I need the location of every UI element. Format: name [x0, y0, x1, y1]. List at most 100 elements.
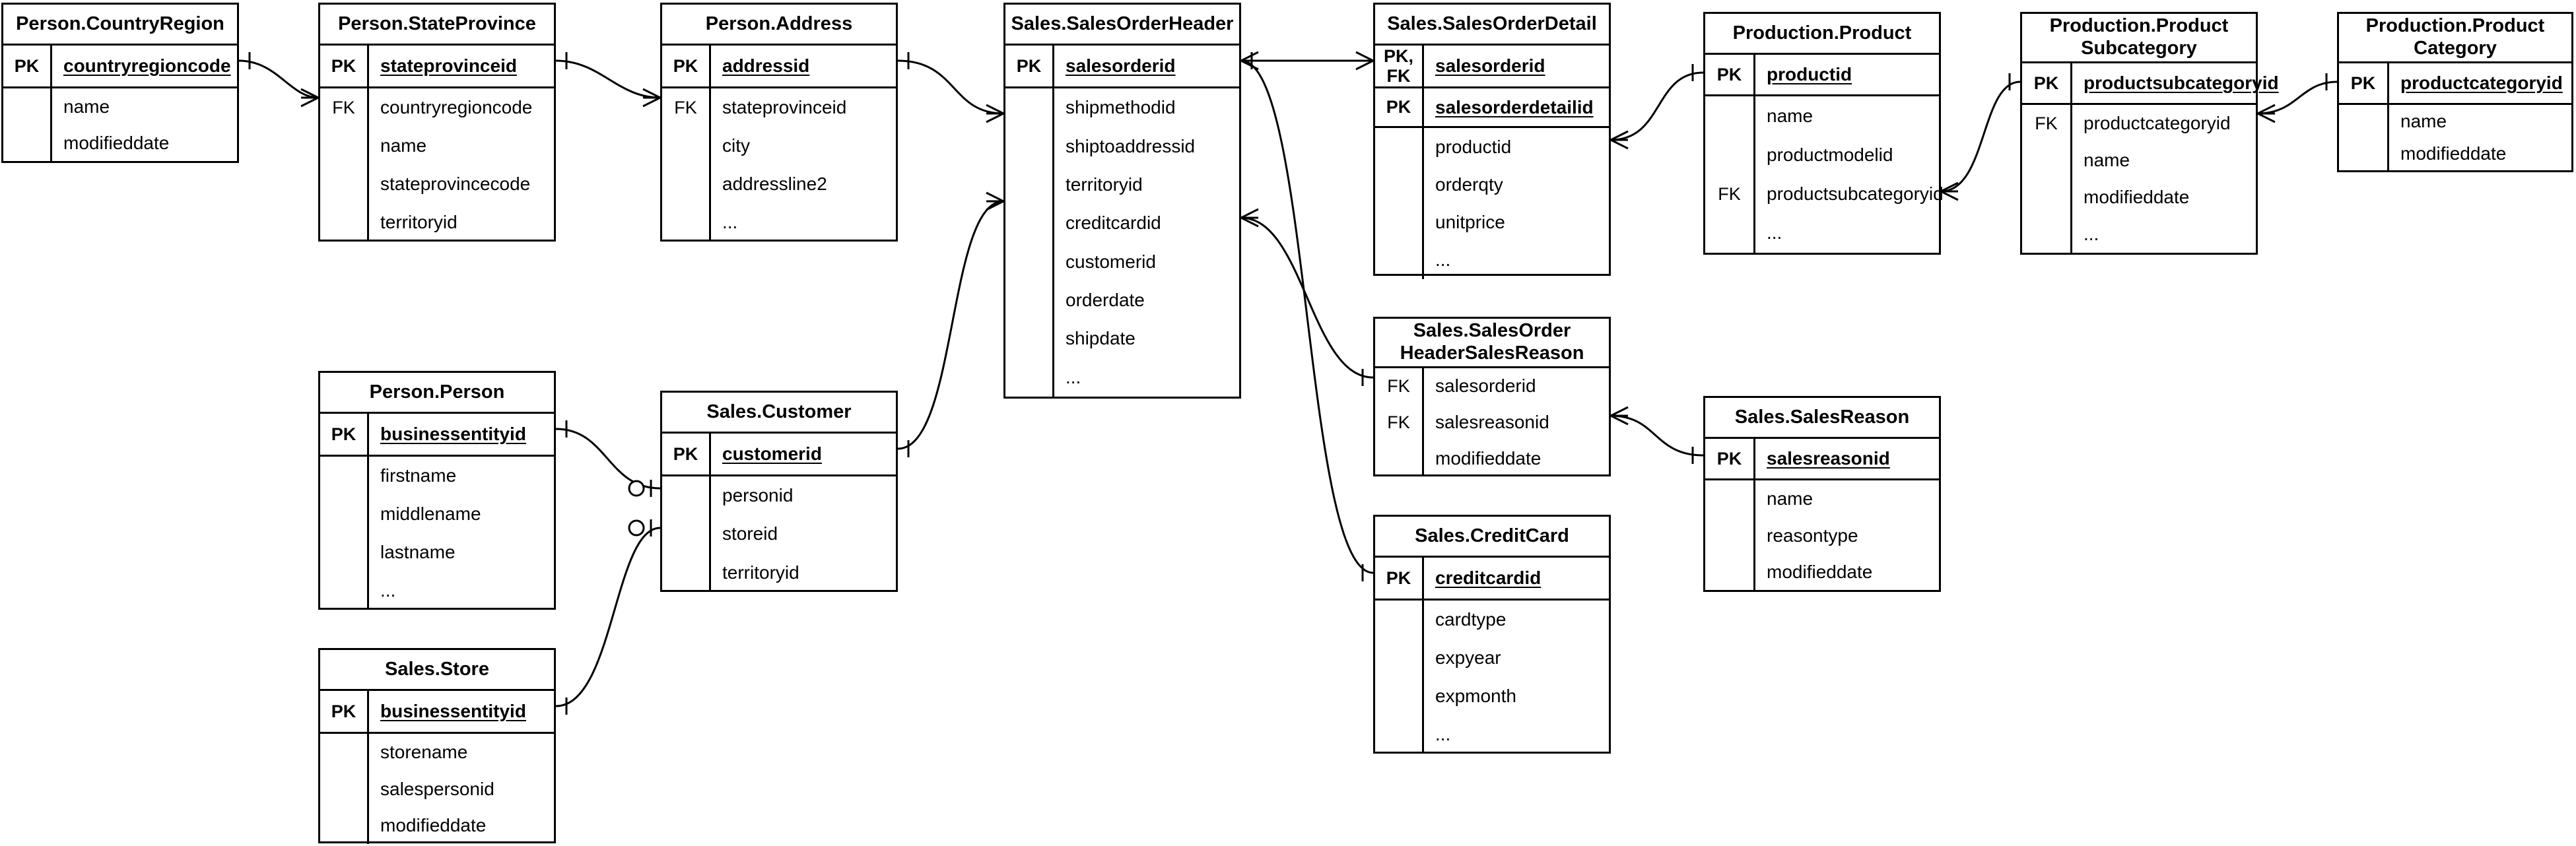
primary-key-attribute[interactable]: businessentityid [380, 424, 526, 444]
primary-key-attribute[interactable]: salesorderid [1435, 55, 1545, 76]
attribute-name[interactable]: ... [1435, 249, 1451, 271]
attribute-name[interactable]: name [1767, 488, 1813, 509]
key-column [3, 88, 52, 161]
attribute-name[interactable]: modifieddate [2084, 187, 2190, 207]
key-column [2339, 105, 2389, 170]
attribute-name[interactable]: storename [380, 741, 468, 762]
attribute-name[interactable]: orderqty [1435, 174, 1503, 195]
attribute-column: creditcardid [1424, 558, 1609, 599]
attribute-name[interactable]: ... [380, 580, 396, 601]
primary-key-attribute[interactable]: addressid [722, 55, 810, 76]
relationship-line [238, 59, 319, 99]
primary-key-attribute[interactable]: countryregioncode [63, 55, 231, 76]
primary-key-attribute[interactable]: salesreasonid [1767, 448, 1890, 469]
attribute-name[interactable]: shiptoaddressid [1066, 135, 1196, 156]
attribute-name[interactable]: stateprovincecode [380, 174, 531, 194]
key-label: FK [1718, 184, 1741, 204]
attribute-name[interactable]: modifieddate [1435, 447, 1542, 469]
primary-key-attribute[interactable]: businessentityid [380, 701, 526, 721]
primary-key-attribute[interactable]: salesorderid [1066, 55, 1176, 76]
entity-title: Sales.SalesOrderHeader [1005, 5, 1239, 46]
attribute-name[interactable]: salespersonid [380, 778, 494, 799]
attribute-name[interactable]: orderdate [1066, 290, 1145, 311]
attribute-name[interactable]: ... [2084, 224, 2099, 244]
attribute-name[interactable]: middlename [380, 504, 481, 524]
attribute-name[interactable]: unitprice [1435, 212, 1505, 233]
entity-title: Sales.SalesOrder HeaderSalesReason [1375, 319, 1609, 368]
primary-key-attribute[interactable]: stateprovinceid [380, 55, 517, 76]
attribute-name[interactable]: storeid [722, 523, 778, 544]
attribute-name[interactable]: productsubcategoryid [1767, 183, 1944, 205]
attribute-name[interactable]: creditcardid [1066, 212, 1161, 234]
attribute-name[interactable]: name [1767, 105, 1813, 126]
relationship-line [555, 428, 661, 490]
attribute-name[interactable]: modifieddate [63, 132, 170, 153]
attribute-name[interactable]: territoryid [1066, 174, 1143, 195]
attribute-name[interactable]: ... [722, 212, 738, 232]
attribute-name[interactable]: cardtype [1435, 609, 1507, 630]
primary-key-attribute[interactable]: creditcardid [1435, 568, 1542, 588]
attribute-name[interactable]: expmonth [1435, 686, 1516, 706]
attribute-name[interactable]: addressline2 [722, 174, 827, 194]
relationship-rel-store-customer [555, 519, 661, 715]
attribute-name[interactable]: reasontype [1767, 525, 1858, 546]
primary-key-attribute[interactable]: productsubcategoryid [2084, 73, 2279, 93]
key-column: FK [320, 88, 369, 242]
attribute-name[interactable]: lastname [380, 542, 456, 562]
primary-key-attribute[interactable]: salesorderdetailid [1435, 96, 1594, 117]
attribute-name[interactable]: salesorderid [1435, 375, 1536, 397]
attribute-name[interactable]: ... [1767, 222, 1782, 244]
attribute-name[interactable]: name [380, 135, 427, 156]
attribute-name[interactable]: ... [1435, 724, 1451, 744]
attribute-name[interactable]: shipmethodid [1066, 97, 1176, 118]
attribute-name[interactable]: productcategoryid [2084, 113, 2231, 133]
key-column: PK, FK [1375, 46, 1424, 86]
attribute-name[interactable]: name [63, 96, 110, 117]
attribute-name[interactable]: firstname [380, 465, 457, 486]
attribute-name[interactable]: customerid [1066, 251, 1156, 272]
attribute-name[interactable]: shipdate [1066, 328, 1135, 349]
attribute-name[interactable]: countryregioncode [380, 97, 533, 117]
attribute-name[interactable]: name [2084, 150, 2130, 170]
primary-key-attribute[interactable]: productcategoryid [2400, 73, 2563, 93]
entity-attribute-section: firstname middlename lastname... [320, 455, 554, 610]
relationship-rel-salesorderheadersalesreason-salesreason [1610, 406, 1704, 464]
primary-key-attribute[interactable]: productid [1767, 64, 1852, 84]
attribute-name[interactable]: productmodelid [1767, 144, 1893, 165]
attribute-name[interactable]: modifieddate [2400, 143, 2507, 164]
attribute-name[interactable]: expyear [1435, 647, 1501, 668]
attribute-name[interactable]: city [722, 135, 750, 156]
relationship-line [897, 59, 1004, 115]
primary-key-attribute[interactable]: customerid [722, 443, 822, 464]
attribute-name[interactable]: stateprovinceid [722, 97, 847, 117]
attribute-name[interactable]: territoryid [722, 562, 799, 583]
attribute-column: productid [1755, 55, 1939, 94]
relationship-rel-countryregion-stateprovince [238, 52, 319, 108]
entity-title: Sales.Store [320, 650, 554, 691]
attribute-name[interactable]: territoryid [380, 212, 458, 232]
relationship-rel-salesorderheader-salesorderdetail [1241, 51, 1374, 71]
relationship-line [1610, 414, 1704, 457]
attribute-name[interactable]: productid [1435, 136, 1512, 157]
attribute-name[interactable]: modifieddate [1767, 562, 1873, 583]
key-label: FK [2035, 113, 2058, 133]
attribute-name[interactable]: salesreasonid [1435, 412, 1549, 432]
attribute-name[interactable]: personid [722, 485, 794, 506]
attribute-name[interactable]: modifieddate [380, 815, 487, 836]
attribute-name[interactable]: ... [1066, 366, 1081, 387]
attribute-name[interactable]: name [2400, 110, 2447, 131]
